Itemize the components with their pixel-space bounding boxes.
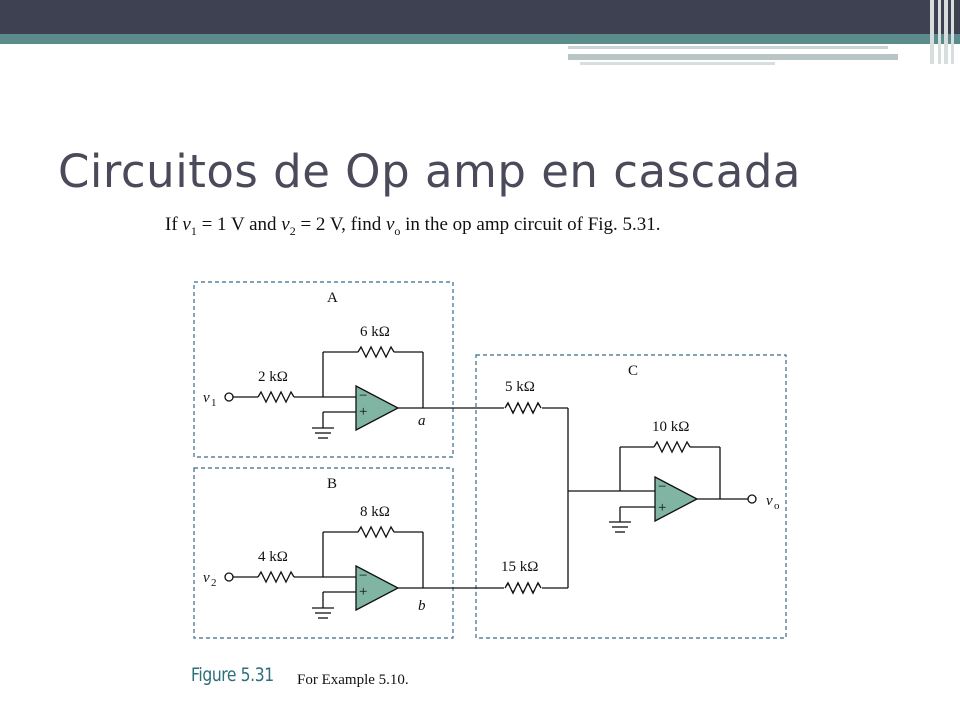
decorative-line — [568, 46, 888, 49]
vo-terminal-label: v — [766, 493, 773, 509]
opamp-c — [654, 475, 699, 523]
decorative-bar — [938, 0, 941, 64]
accent-band — [0, 34, 960, 44]
problem-text: = 1 V and — [196, 214, 282, 235]
resistor-10k-label: 10 kΩ — [652, 419, 689, 435]
v1-subscript: 1 — [190, 223, 197, 238]
block-a-label: A — [327, 290, 338, 306]
decorative-line — [580, 62, 775, 65]
node-b-label: b — [418, 598, 426, 614]
block-a-box — [193, 281, 454, 458]
opamp-c-minus: − — [658, 479, 666, 495]
block-b-box — [193, 467, 454, 639]
top-banner — [0, 0, 960, 34]
figure-caption: For Example 5.10. — [297, 672, 409, 688]
decorative-line — [568, 54, 898, 60]
wire-gap — [504, 586, 542, 590]
wire-gap — [504, 406, 542, 410]
resistor-4k-label: 4 kΩ — [258, 549, 288, 565]
v2-terminal-subscript: 2 — [211, 577, 217, 589]
decorative-bar — [951, 0, 954, 64]
resistor-15k-label: 15 kΩ — [501, 559, 538, 575]
resistor-5k-label: 5 kΩ — [505, 379, 535, 395]
v1-terminal-label: v — [203, 390, 210, 406]
resistor-2k-label: 2 kΩ — [258, 369, 288, 385]
opamp-c-plus: + — [658, 500, 666, 516]
v2-terminal-label: v — [203, 570, 210, 586]
figure-number: Figure 5.31 — [191, 664, 274, 686]
resistor-8k-label: 8 kΩ — [360, 504, 390, 520]
resistor-5k-symbol — [504, 401, 542, 415]
vo-symbol: v — [385, 214, 395, 235]
resistor-6k-label: 6 kΩ — [360, 324, 390, 340]
v1-terminal-subscript: 1 — [211, 397, 217, 409]
problem-text: If — [165, 214, 183, 235]
opamp-a-minus: − — [359, 388, 367, 404]
block-b-label: B — [327, 476, 337, 492]
opamp-b-minus: − — [359, 568, 367, 584]
vo-terminal-subscript: o — [774, 500, 780, 512]
problem-statement: If v1 = 1 V and v2 = 2 V, find vo in the… — [165, 214, 661, 239]
opamp-b-plus: + — [359, 584, 367, 600]
slide-title: Circuitos de Op amp en cascada — [58, 145, 801, 198]
v2-symbol: v — [281, 214, 290, 235]
block-c-label: C — [628, 363, 638, 379]
opamp-a — [355, 384, 400, 432]
resistor-15k-symbol — [504, 581, 542, 595]
v1-symbol: v — [182, 214, 191, 235]
decorative-bar — [930, 0, 934, 64]
problem-text: in the op amp circuit of Fig. 5.31. — [400, 214, 661, 235]
v2-subscript: 2 — [289, 223, 296, 238]
node-a-label: a — [418, 413, 426, 429]
problem-text: = 2 V, find — [295, 214, 386, 235]
opamp-b — [355, 564, 400, 612]
decorative-bar — [944, 0, 948, 64]
opamp-a-plus: + — [359, 404, 367, 420]
vo-subscript: o — [394, 223, 401, 238]
block-c-box — [475, 354, 787, 639]
block-c-wiring — [504, 401, 757, 595]
